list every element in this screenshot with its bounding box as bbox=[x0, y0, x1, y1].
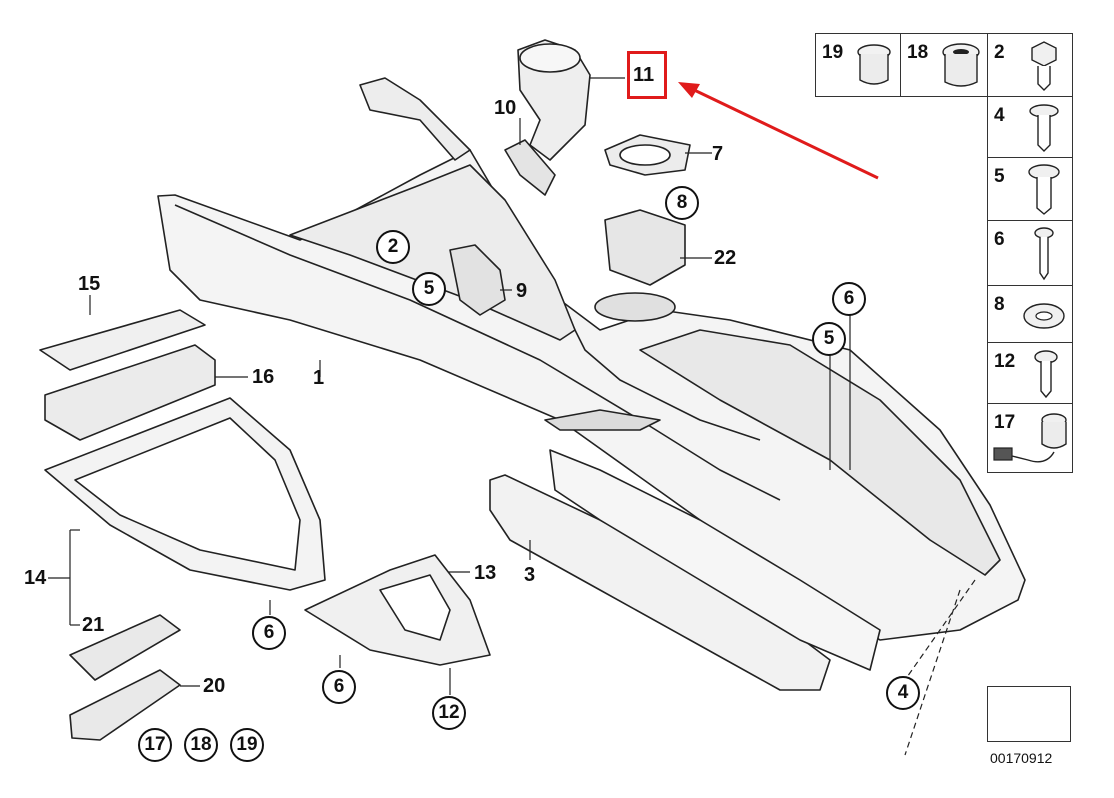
callout-9: 9 bbox=[516, 280, 528, 302]
callout-17: 17 bbox=[138, 728, 172, 762]
callout-18: 18 bbox=[184, 728, 218, 762]
reference-number: 00170912 bbox=[990, 750, 1053, 766]
callout-6-bottom: 6 bbox=[322, 670, 356, 704]
socket-icon bbox=[942, 43, 980, 87]
legend-label: 8 bbox=[994, 294, 1005, 315]
plug-cap-icon bbox=[857, 44, 891, 85]
storage-tray bbox=[44, 344, 216, 441]
legend-label: 2 bbox=[994, 42, 1005, 63]
storage-cover bbox=[39, 309, 206, 371]
legend-cell-5: 5 bbox=[987, 157, 1073, 221]
callout-20: 20 bbox=[203, 675, 226, 697]
highlight-box bbox=[627, 51, 667, 99]
callout-1: 1 bbox=[313, 367, 325, 389]
callout-5-left: 5 bbox=[412, 272, 446, 306]
screw-icon bbox=[1028, 164, 1060, 215]
callout-10: 10 bbox=[494, 97, 517, 119]
legend-cell-4: 4 bbox=[987, 96, 1073, 158]
callout-12: 12 bbox=[432, 696, 466, 730]
mounting-bracket bbox=[604, 209, 686, 286]
callout-6-left: 6 bbox=[252, 616, 286, 650]
callout-11: 11 bbox=[633, 64, 655, 86]
legend-cell-17: 17 bbox=[987, 403, 1073, 473]
legend-label: 19 bbox=[822, 42, 844, 63]
legend-label: 12 bbox=[994, 351, 1016, 372]
legend-cell-2: 2 bbox=[987, 33, 1073, 97]
lower-trim-panel bbox=[549, 449, 881, 671]
hex-bolt-icon bbox=[1031, 41, 1057, 91]
cigarette-lighter-socket-icon bbox=[993, 413, 1067, 463]
callout-14: 14 bbox=[24, 567, 47, 589]
reference-symbol-box bbox=[987, 686, 1071, 742]
callout-3: 3 bbox=[524, 564, 536, 586]
legend-label: 5 bbox=[994, 166, 1005, 187]
callout-6-right: 6 bbox=[832, 282, 866, 316]
legend-cell-6: 6 bbox=[987, 220, 1073, 286]
callout-2: 2 bbox=[376, 230, 410, 264]
legend-label: 6 bbox=[994, 229, 1005, 250]
holder-bracket bbox=[449, 244, 506, 316]
clip-nut-icon bbox=[1023, 303, 1065, 329]
screw-icon bbox=[1034, 227, 1054, 281]
callout-8: 8 bbox=[665, 186, 699, 220]
legend-label: 18 bbox=[907, 42, 929, 63]
screw-icon bbox=[1029, 104, 1059, 152]
shift-boot bbox=[504, 139, 556, 196]
legend-label: 4 bbox=[994, 105, 1005, 126]
legend-cell-19: 19 bbox=[815, 33, 901, 97]
legend-cell-8: 8 bbox=[987, 285, 1073, 343]
callout-21: 21 bbox=[82, 614, 105, 636]
callout-7: 7 bbox=[712, 143, 724, 165]
legend-cell-12: 12 bbox=[987, 342, 1073, 404]
callout-19: 19 bbox=[230, 728, 264, 762]
callout-15: 15 bbox=[78, 273, 101, 295]
legend-cell-18: 18 bbox=[900, 33, 988, 97]
ashtray-housing bbox=[69, 669, 181, 741]
screw-icon bbox=[1034, 350, 1058, 399]
pointer-arrow bbox=[678, 82, 879, 180]
callout-16: 16 bbox=[252, 366, 275, 388]
legend-label: 17 bbox=[994, 412, 1016, 433]
callout-5-right: 5 bbox=[812, 322, 846, 356]
callout-22: 22 bbox=[714, 247, 737, 269]
callout-4: 4 bbox=[886, 676, 920, 710]
ashtray-insert bbox=[69, 614, 181, 681]
callout-13: 13 bbox=[474, 562, 497, 584]
